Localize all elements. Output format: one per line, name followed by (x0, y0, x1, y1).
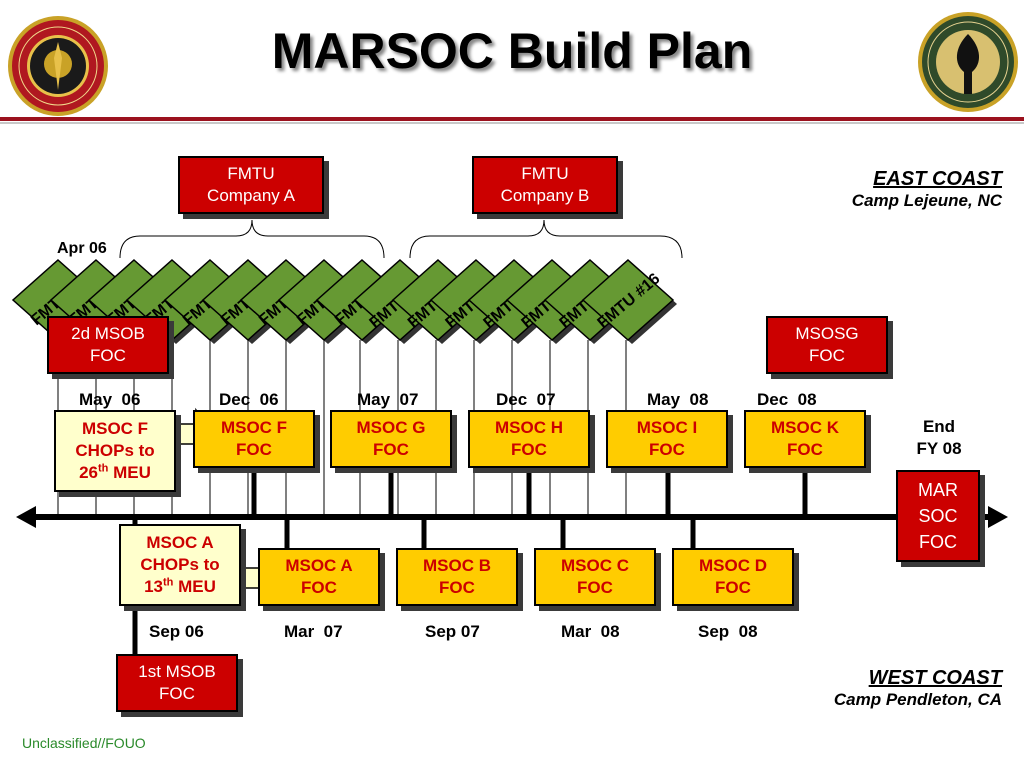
msoc-f-chop-box: MSOC F CHOPs to 26th MEU (54, 410, 176, 492)
end-label-line2: FY 08 (916, 439, 962, 458)
company-b-brace (409, 219, 683, 259)
marsoc-line2: SOC (918, 506, 958, 526)
msoc-f-chop-line3: 26th MEU (79, 462, 151, 484)
msob-2d-box: 2d MSOB FOC (47, 316, 169, 374)
msoc-a-chop-line3: 13th MEU (144, 576, 216, 598)
bottom-date-label: Mar 08 (561, 622, 620, 641)
msoc-a-chop-line1: MSOC A (146, 533, 214, 552)
classification-footer: Unclassified//FOUO (22, 735, 146, 751)
east-coast-heading: EAST COAST (873, 168, 1002, 190)
marsoc-line3: FOC (919, 532, 957, 552)
msoc-h-foc-line2: FOC (511, 440, 547, 459)
meu-unit: MEU (113, 463, 151, 482)
msob-1st-line1: 1st MSOB (138, 662, 216, 681)
bottom-date-label: Sep 08 (698, 622, 758, 641)
msoc-f-foc-box: MSOC F FOC (193, 410, 315, 468)
msoc-f-foc-line1: MSOC F (220, 418, 288, 437)
fmtu-company-b-line1: FMTU (521, 164, 569, 183)
top-date-label: May 06 (79, 390, 141, 409)
top-date-label: Dec 07 (496, 390, 556, 409)
top-date-label: Dec 06 (219, 390, 279, 409)
msoc-i-foc-box: MSOC I FOC (606, 410, 728, 468)
msosg-line2: FOC (809, 346, 845, 365)
top-date-label: Dec 08 (757, 390, 817, 409)
msoc-g-foc-line1: MSOC G (356, 418, 426, 437)
msoc-b-foc-box: MSOC B FOC (396, 548, 518, 606)
marsoc-emblem (8, 16, 108, 116)
msoc-k-foc-line1: MSOC K (771, 418, 839, 437)
msob-1st-box: 1st MSOB FOC (116, 654, 238, 712)
meu-number: 13 (144, 577, 163, 596)
socom-emblem (918, 12, 1018, 112)
top-date-label: May 07 (357, 390, 419, 409)
msoc-d-foc-line2: FOC (715, 578, 751, 597)
msosg-line1: MSOSG (795, 324, 859, 343)
title-rule-shadow (0, 122, 1024, 124)
fmtu-company-a-line2: Company A (207, 186, 295, 205)
msoc-h-foc-box: MSOC H FOC (468, 410, 590, 468)
bottom-date-label: Sep 06 (149, 622, 204, 641)
marsoc-line1: MAR (918, 480, 958, 500)
msoc-k-foc-line2: FOC (787, 440, 823, 459)
msoc-b-foc-line2: FOC (439, 578, 475, 597)
msoc-a-chop-box: MSOC A CHOPs to 13th MEU (119, 524, 241, 606)
west-coast-heading: WEST COAST (868, 667, 1002, 689)
msoc-a-chop-line2: CHOPs to (140, 555, 220, 574)
msoc-c-foc-box: MSOC C FOC (534, 548, 656, 606)
top-date-label: May 08 (647, 390, 709, 409)
bottom-date-label: Sep 07 (425, 622, 480, 641)
meu-suffix: th (98, 462, 109, 475)
msoc-b-foc-line1: MSOC B (423, 556, 491, 575)
msoc-k-foc-box: MSOC K FOC (744, 410, 866, 468)
meu-suffix: th (163, 576, 174, 589)
timeline-right-arrow (988, 506, 1008, 528)
west-coast-label: WEST COAST Camp Pendleton, CA (834, 667, 1002, 710)
msob-2d-line2: FOC (90, 346, 126, 365)
fmtu-company-b: FMTU Company B (472, 156, 618, 214)
east-coast-location: Camp Lejeune, NC (851, 191, 1002, 210)
fmtu-diamond: FMTU #16 (581, 258, 677, 344)
end-fy-label: End FY 08 (900, 416, 978, 460)
msoc-c-foc-line2: FOC (577, 578, 613, 597)
msoc-f-chop-line1: MSOC F (81, 419, 149, 438)
msoc-a-foc-box: MSOC A FOC (258, 548, 380, 606)
msoc-i-foc-line2: FOC (649, 440, 685, 459)
msoc-h-foc-line1: MSOC H (495, 418, 563, 437)
msoc-g-foc-line2: FOC (373, 440, 409, 459)
title-rule (0, 117, 1024, 121)
marsoc-foc-box: MAR SOC FOC (896, 470, 980, 562)
msoc-f-foc-line2: FOC (236, 440, 272, 459)
timeline-left-arrow (16, 506, 36, 528)
east-coast-label: EAST COAST Camp Lejeune, NC (852, 168, 1002, 211)
meu-number: 26 (79, 463, 98, 482)
meu-unit: MEU (178, 577, 216, 596)
msob-2d-line1: 2d MSOB (71, 324, 145, 343)
fmtu-company-a: FMTU Company A (178, 156, 324, 214)
msoc-f-chop-line2: CHOPs to (75, 441, 155, 460)
msosg-box: MSOSG FOC (766, 316, 888, 374)
msob-1st-line2: FOC (159, 684, 195, 703)
top-ticks (251, 470, 937, 517)
fmtu-company-a-line1: FMTU (227, 164, 275, 183)
company-a-brace (119, 219, 385, 259)
msoc-a-foc-line1: MSOC A (285, 556, 353, 575)
west-coast-location: Camp Pendleton, CA (833, 690, 1002, 709)
msoc-d-foc-box: MSOC D FOC (672, 548, 794, 606)
msoc-i-foc-line1: MSOC I (636, 418, 698, 437)
msoc-g-foc-box: MSOC G FOC (330, 410, 452, 468)
end-label-line1: End (922, 417, 956, 436)
bottom-date-label: Mar 07 (284, 622, 343, 641)
msoc-d-foc-line1: MSOC D (699, 556, 767, 575)
msoc-c-foc-line1: MSOC C (561, 556, 629, 575)
fmtu-company-b-line2: Company B (500, 186, 590, 205)
apr-06-label: Apr 06 (57, 240, 107, 257)
slide-title: MARSOC Build Plan (271, 23, 753, 79)
msoc-a-foc-line2: FOC (301, 578, 337, 597)
